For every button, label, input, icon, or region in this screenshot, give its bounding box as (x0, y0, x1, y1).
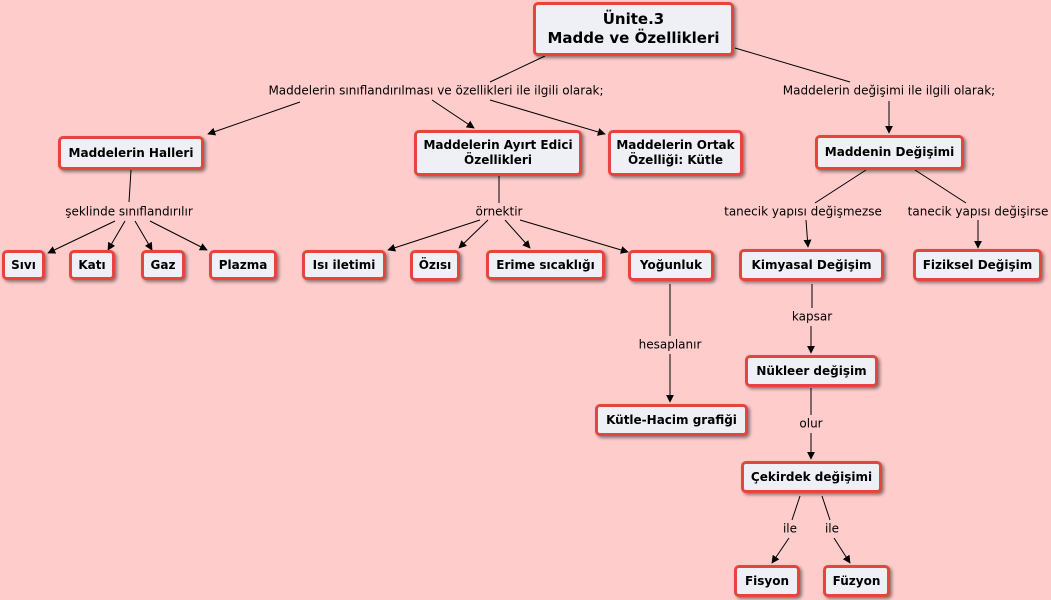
node-gaz-text: Gaz (150, 257, 176, 272)
root-node: Ünite.3 Madde ve Özellikleri (533, 2, 734, 56)
label-siniflandirilmasi: Maddelerin sınıflandırılması ve özellikl… (266, 83, 606, 98)
edge-to-halleri (207, 101, 301, 136)
node-plazma-text: Plazma (218, 257, 268, 272)
node-degisimi-text: Maddenin Değişimi (824, 145, 955, 159)
node-fiziksel: Fiziksel Değişim (913, 249, 1042, 281)
edge-to-ozisi (458, 219, 489, 249)
edge-cekirdek-label-1 (791, 495, 801, 521)
node-kati-text: Katı (78, 257, 106, 272)
node-fuzyon: Füzyon (823, 565, 890, 597)
edge-to-kati (107, 220, 126, 251)
root-node-text: Ünite.3 Madde ve Özellikleri (547, 9, 720, 48)
label-degisirse: tanecik yapısı değişirse (905, 204, 1051, 219)
node-fisyon-text: Fisyon (744, 573, 790, 588)
edge-halleri-label (128, 169, 132, 203)
label-olur: olur (797, 416, 825, 431)
node-erime: Erime sıcaklığı (486, 250, 605, 280)
node-halleri: Maddelerin Halleri (58, 136, 204, 170)
node-yogunluk-text: Yoğunluk (639, 258, 703, 272)
label-hesaplanir: hesaplanır (636, 337, 704, 352)
node-kati: Katı (69, 250, 115, 280)
edge-degisimi-label-left (814, 169, 867, 204)
node-degisimi: Maddenin Değişimi (815, 135, 964, 170)
edge-to-yogunluk (519, 219, 629, 254)
node-ayirt: Maddelerin Ayırt Edici Özellikleri (414, 130, 582, 176)
node-erime-text: Erime sıcaklığı (496, 257, 595, 272)
node-cekirdek: Çekirdek değişimi (741, 461, 882, 493)
node-ortak-text: Maddelerin Ortak Özelliği: Kütle (616, 138, 735, 167)
label-ile-1: ile (780, 521, 800, 536)
node-kimyasal: Kimyasal Değişim (739, 249, 884, 281)
label-ile-2: ile (822, 521, 842, 536)
node-nukleer: Nükleer değişim (745, 355, 878, 387)
node-grafik: Kütle-Hacim grafiği (595, 404, 748, 436)
node-isi-text: Isı iletimi (312, 257, 376, 272)
edge-cekirdek-label-2 (821, 495, 831, 521)
edge-to-erime (504, 219, 531, 249)
node-gaz: Gaz (141, 250, 185, 280)
node-fuzyon-text: Füzyon (832, 573, 881, 588)
node-sivi-text: Sıvı (11, 257, 36, 272)
node-cekirdek-text: Çekirdek değişimi (750, 469, 873, 484)
label-degismezse: tanecik yapısı değişmezse (722, 204, 884, 219)
edge-to-plazma (149, 220, 208, 251)
edge-to-ayirt (431, 99, 475, 129)
node-sivi: Sıvı (2, 250, 45, 280)
edge-root-label-left (489, 55, 546, 83)
node-ortak: Maddelerin Ortak Özelliği: Kütle (608, 130, 743, 176)
label-ornektir: örnektir (473, 204, 525, 219)
node-fiziksel-text: Fiziksel Değişim (922, 257, 1033, 272)
label-seklinde: şeklinde sınıflandırılır (63, 204, 195, 219)
node-ayirt-text: Maddelerin Ayırt Edici Özellikleri (423, 138, 573, 167)
node-halleri-text: Maddelerin Halleri (68, 145, 194, 160)
edge-to-fisyon (771, 537, 790, 564)
edge-to-isi (387, 219, 481, 252)
node-yogunluk: Yoğunluk (628, 250, 714, 281)
edge-to-sivi (47, 220, 116, 254)
node-ozisi-text: Özısı (418, 258, 452, 272)
node-grafik-text: Kütle-Hacim grafiği (606, 412, 737, 427)
node-kimyasal-text: Kimyasal Değişim (751, 257, 872, 272)
node-nukleer-text: Nükleer değişim (756, 363, 867, 378)
edge-to-gaz (134, 220, 153, 251)
edge-to-ortak (489, 99, 606, 136)
edge-to-kimyasal (803, 219, 812, 248)
label-kapsar: kapsar (789, 309, 835, 324)
edge-root-label-right (734, 47, 851, 83)
node-plazma: Plazma (209, 250, 277, 280)
node-isi: Isı iletimi (302, 250, 386, 280)
node-fisyon: Fisyon (734, 565, 800, 597)
edge-degisimi-label-right (914, 169, 967, 204)
node-ozisi: Özısı (410, 250, 460, 281)
label-degisimi-ilgili: Maddelerin değişimi ile ilgili olarak; (780, 83, 998, 98)
edge-to-fuzyon (833, 537, 851, 564)
